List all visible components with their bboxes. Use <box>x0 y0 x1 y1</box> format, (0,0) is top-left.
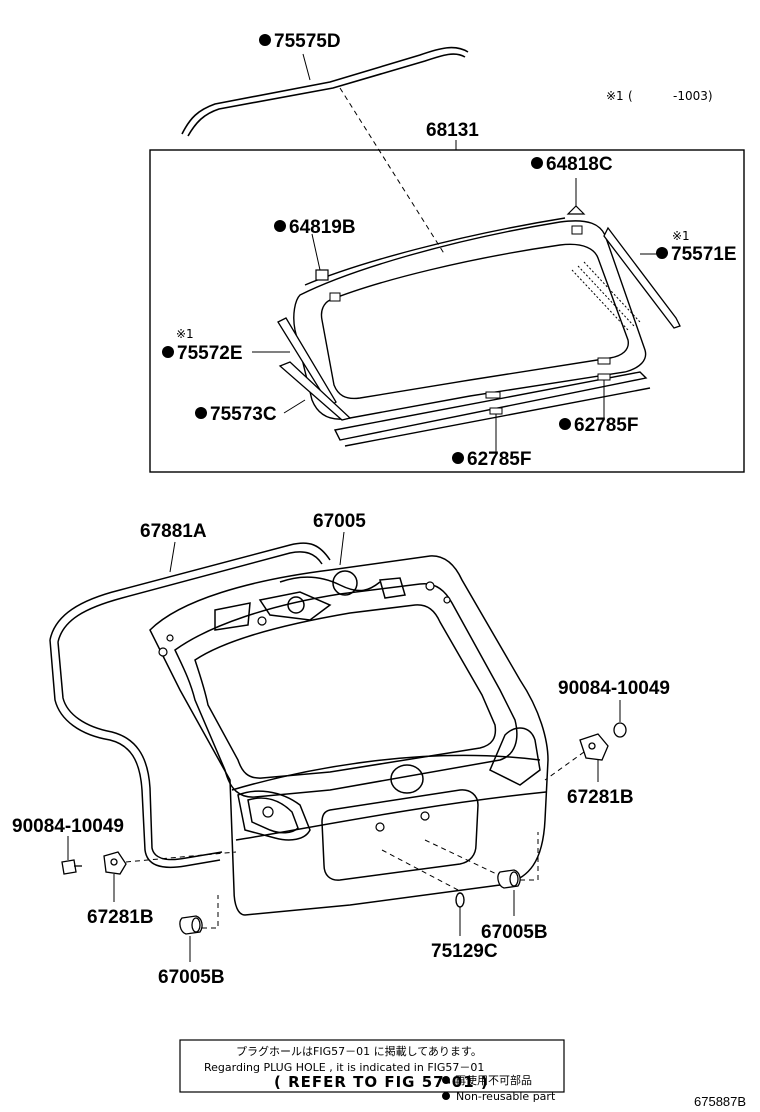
part-label-90084-left: 90084-10049 <box>12 816 124 837</box>
part-label-62785f-right: 62785F <box>559 415 638 436</box>
star-75572e: ※1 <box>176 327 194 341</box>
svg-text:75575D: 75575D <box>274 31 341 52</box>
part-label-68131: 68131 <box>426 120 479 141</box>
notice-box <box>179 1039 565 1093</box>
part-label-64818c: 64818C <box>531 154 613 175</box>
part-label-75575d: 75575D <box>259 31 341 52</box>
svg-text:75572E: 75572E <box>177 343 243 364</box>
part-64819b-shape <box>315 269 329 281</box>
part-label-62785f-bottom: 62785F <box>452 449 531 470</box>
back-door-panel <box>149 555 549 916</box>
notice-refer: ( REFER TO FIG 57-01 ) <box>274 1073 489 1091</box>
part-label-90084-right: 90084-10049 <box>558 678 670 699</box>
dashed-75129c-b <box>424 839 506 879</box>
diagram-code: 675887B <box>694 1094 746 1109</box>
molding-75573c <box>278 361 352 421</box>
molding-75571e <box>603 226 681 329</box>
part-label-75572e: 75572E <box>162 343 243 364</box>
svg-text:75573C: 75573C <box>210 404 277 425</box>
part-label-75573c: 75573C <box>195 404 277 425</box>
svg-text:62785F: 62785F <box>467 449 531 470</box>
star-75571e: ※1 <box>672 229 690 243</box>
dashed-hinge-right <box>544 751 585 781</box>
part-label-64819b: 64819B <box>274 217 356 238</box>
door-holes <box>158 581 451 832</box>
part-label-67005: 67005 <box>313 511 366 532</box>
notice-en: Regarding PLUG HOLE , it is indicated in… <box>204 1061 484 1074</box>
part-label-75571e: 75571E <box>656 244 737 265</box>
part-64818c-shape <box>566 205 586 215</box>
dashed-hinge-left <box>125 851 237 863</box>
part-label-67281b-left: 67281B <box>87 907 154 928</box>
part-90084-left-shape <box>61 859 82 875</box>
nonreuse-dot <box>442 1076 450 1084</box>
svg-text:64819B: 64819B <box>289 217 356 238</box>
part-90084-right-shape <box>613 722 627 738</box>
part-67281b-left-shape <box>103 851 127 875</box>
glass-assembly-box <box>149 149 745 473</box>
svg-text:64818C: 64818C <box>546 154 613 175</box>
svg-text:75571E: 75571E <box>671 244 737 265</box>
part-67005b-right-shape <box>497 869 521 889</box>
nonreuse-en: Non-reusable part <box>456 1090 556 1103</box>
part-67281b-right-shape <box>579 733 609 761</box>
nonreuse-jp: 再使用不可部品 <box>455 1073 532 1087</box>
part-label-67281b-right: 67281B <box>567 787 634 808</box>
part-label-67881a: 67881A <box>140 521 207 542</box>
svg-text:62785F: 62785F <box>574 415 638 436</box>
part-67005b-left-shape <box>179 915 203 935</box>
note-paren: ( <box>628 89 633 103</box>
note-range: -1003) <box>673 89 713 103</box>
part-label-67005b-right: 67005B <box>481 922 548 943</box>
leader-75575d <box>302 53 311 81</box>
part-75129c-shape <box>455 892 465 908</box>
part-label-67005b-left: 67005B <box>158 967 225 988</box>
dashed-75575d <box>339 87 446 256</box>
note-star: ※1 <box>606 89 624 103</box>
weatherstrip-75575d <box>181 46 469 137</box>
molding-75572e <box>277 317 337 407</box>
notice-jp: プラグホールはFIG57－01 に掲載してあります。 <box>236 1044 482 1058</box>
back-window-glass <box>293 217 651 447</box>
part-label-75129c: 75129C <box>431 941 498 962</box>
defogger-lines <box>571 261 641 331</box>
